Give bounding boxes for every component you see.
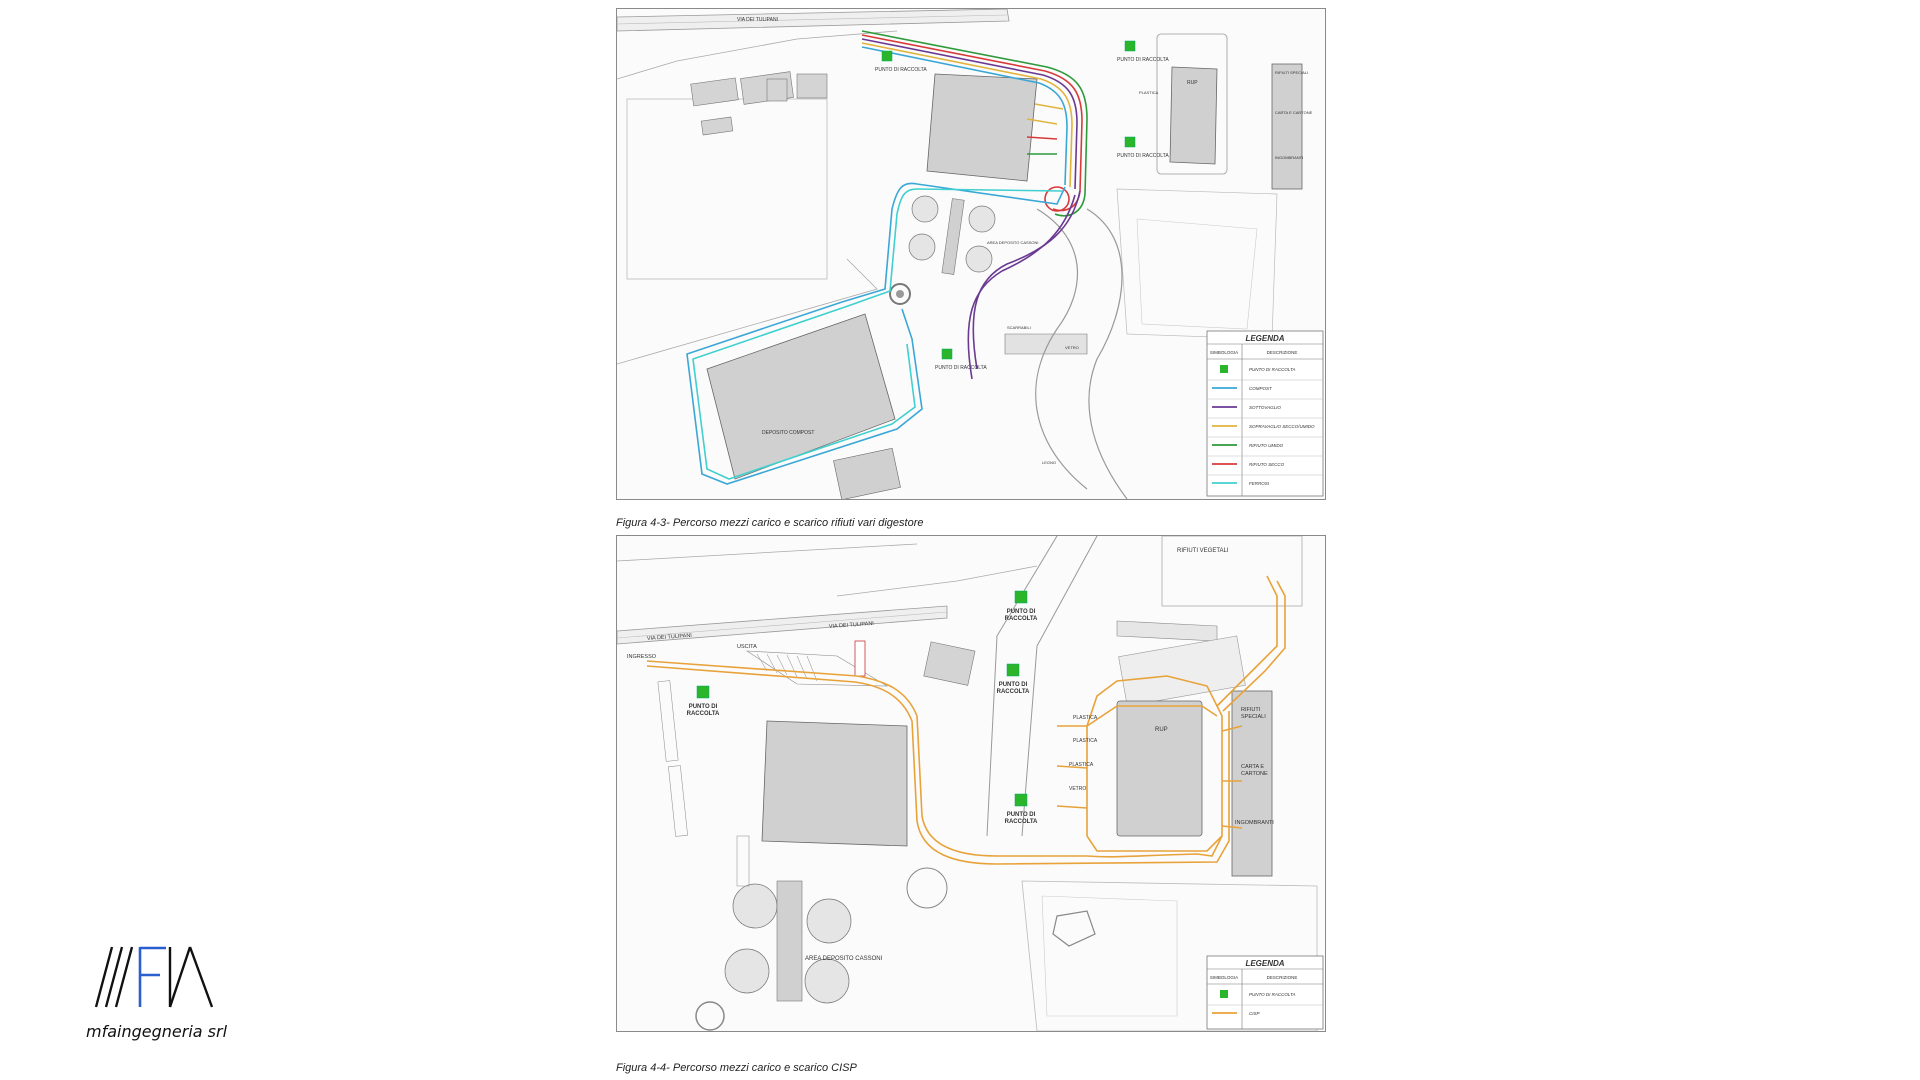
site-plan-drawing-2: PUNTO DI RACCOLTA PUNTO DI RACCOLTA PUNT… xyxy=(617,536,1324,1031)
road-label-2a: VIA DEI TULIPANI xyxy=(647,633,693,642)
legend-1-col-desc: DESCRIZIONE xyxy=(1267,350,1298,355)
caption-figure-4-4: Figura 4-4- Percorso mezzi carico e scar… xyxy=(616,1062,857,1074)
legend-2-item-symbol-0 xyxy=(1220,990,1228,998)
bulky-label-1: INGOMBRANTI xyxy=(1275,155,1303,160)
plastic-label-2c: PLASTICA xyxy=(1069,762,1094,768)
site-plan-figure-4-4: PUNTO DI RACCOLTA PUNTO DI RACCOLTA PUNT… xyxy=(616,535,1326,1032)
legend-1-item-symbol-0 xyxy=(1220,365,1228,373)
plastic-label-1: PLASTICA xyxy=(1139,90,1159,95)
legend-2-item-label-0: PUNTO DI RACCOLTA xyxy=(1249,992,1296,997)
paper-label-2a: CARTA E xyxy=(1241,764,1264,770)
caption-figure-4-3: Figura 4-3- Percorso mezzi carico e scar… xyxy=(616,517,924,529)
collection-points-1 xyxy=(881,40,1136,360)
legend-1-item-label-4: RIFIUTO UMIDO xyxy=(1249,443,1284,448)
company-name: mfaingegneria srl xyxy=(86,1022,228,1041)
collection-2c-line2: RACCOLTA xyxy=(997,689,1030,695)
legend-1-item-label-0: PUNTO DI RACCOLTA xyxy=(1249,367,1296,372)
bulky-label-2: INGOMBRANTI xyxy=(1235,820,1274,826)
company-logo xyxy=(92,945,232,1045)
legend-2-title: LEGENDA xyxy=(1245,959,1284,968)
collection-2d-line1: PUNTO DI xyxy=(1007,812,1036,818)
collection-2a-line2: RACCOLTA xyxy=(687,711,720,717)
special-label-2b: SPECIALI xyxy=(1241,714,1266,720)
plastic-label-2b: PLASTICA xyxy=(1073,738,1098,744)
collection-2b-line1: PUNTO DI xyxy=(1007,609,1036,615)
collection-2a-line1: PUNTO DI xyxy=(689,704,718,710)
wood-label-1: LEGNO xyxy=(1042,460,1056,465)
collection-label-1a: PUNTO DI RACCOLTA xyxy=(875,67,927,73)
collection-2d-line2: RACCOLTA xyxy=(1005,819,1038,825)
legend-2-col-symbol: SIMBOLOGIA xyxy=(1210,975,1238,980)
exit-label: USCITA xyxy=(737,644,757,650)
logo-mark-icon xyxy=(94,946,214,1008)
glass-label-2: VETRO xyxy=(1069,786,1086,792)
legend-2: LEGENDA SIMBOLOGIA DESCRIZIONE PUNTO DI … xyxy=(1206,955,1324,1030)
boxes-area-label-2: AREA DEPOSITO CASSONI xyxy=(805,956,883,962)
special-label-2a: RIFIUTI xyxy=(1241,707,1261,713)
legend-1-item-label-2: SOTTOVAGLIO xyxy=(1249,405,1281,410)
legend-1-item-label-3: SOPRAVAGLIO SECCO/UMIDO xyxy=(1249,424,1315,429)
glass-label-1: VETRO xyxy=(1065,345,1079,350)
collection-2c-line1: PUNTO DI xyxy=(999,682,1028,688)
paper-label-2b: CARTONE xyxy=(1241,771,1268,777)
road-label-2b: VIA DEI TULIPANI xyxy=(829,621,875,630)
veg-label: RIFIUTI VEGETALI xyxy=(1177,548,1229,554)
collection-label-1b: PUNTO DI RACCOLTA xyxy=(1117,57,1169,63)
sorting-label-1: SCARRABILI xyxy=(1007,325,1031,330)
compost-store-label: DEPOSITO COMPOST xyxy=(762,430,814,436)
legend-2-item-label-1: CISP xyxy=(1249,1011,1260,1016)
collection-label-1d: PUNTO DI RACCOLTA xyxy=(935,365,987,371)
legend-1-item-label-5: RIFIUTO SECCO xyxy=(1249,462,1285,467)
legend-1: LEGENDA SIMBOLOGIA DESCRIZIONE PUNTO DI … xyxy=(1206,330,1324,497)
legend-1-col-symbol: SIMBOLOGIA xyxy=(1210,350,1238,355)
collection-points-2 xyxy=(696,590,1028,807)
special-label-1: RIFIUTI SPECIALI xyxy=(1275,70,1308,75)
rup-label-1: RUP xyxy=(1187,80,1198,86)
legend-1-title: LEGENDA xyxy=(1245,334,1284,343)
entrance-label: INGRESSO xyxy=(627,654,657,660)
legend-1-item-label-1: COMPOST xyxy=(1249,386,1273,391)
collection-2b-line2: RACCOLTA xyxy=(1005,616,1038,622)
boxes-area-label-1: AREA DEPOSITO CASSONI xyxy=(987,240,1039,245)
site-plan-figure-4-3: PUNTO DI RACCOLTA PUNTO DI RACCOLTA PUNT… xyxy=(616,8,1326,500)
rup-label-2: RUP xyxy=(1155,727,1168,733)
legend-1-item-label-6: FERROSI xyxy=(1249,481,1270,486)
collection-label-1c: PUNTO DI RACCOLTA xyxy=(1117,153,1169,159)
paper-label-1: CARTA E CARTONE xyxy=(1275,110,1313,115)
road-label-1: VIA DEI TULIPANI xyxy=(737,17,778,23)
site-plan-drawing-1: PUNTO DI RACCOLTA PUNTO DI RACCOLTA PUNT… xyxy=(617,9,1324,499)
legend-2-col-desc: DESCRIZIONE xyxy=(1267,975,1298,980)
plastic-label-2a: PLASTICA xyxy=(1073,715,1098,721)
